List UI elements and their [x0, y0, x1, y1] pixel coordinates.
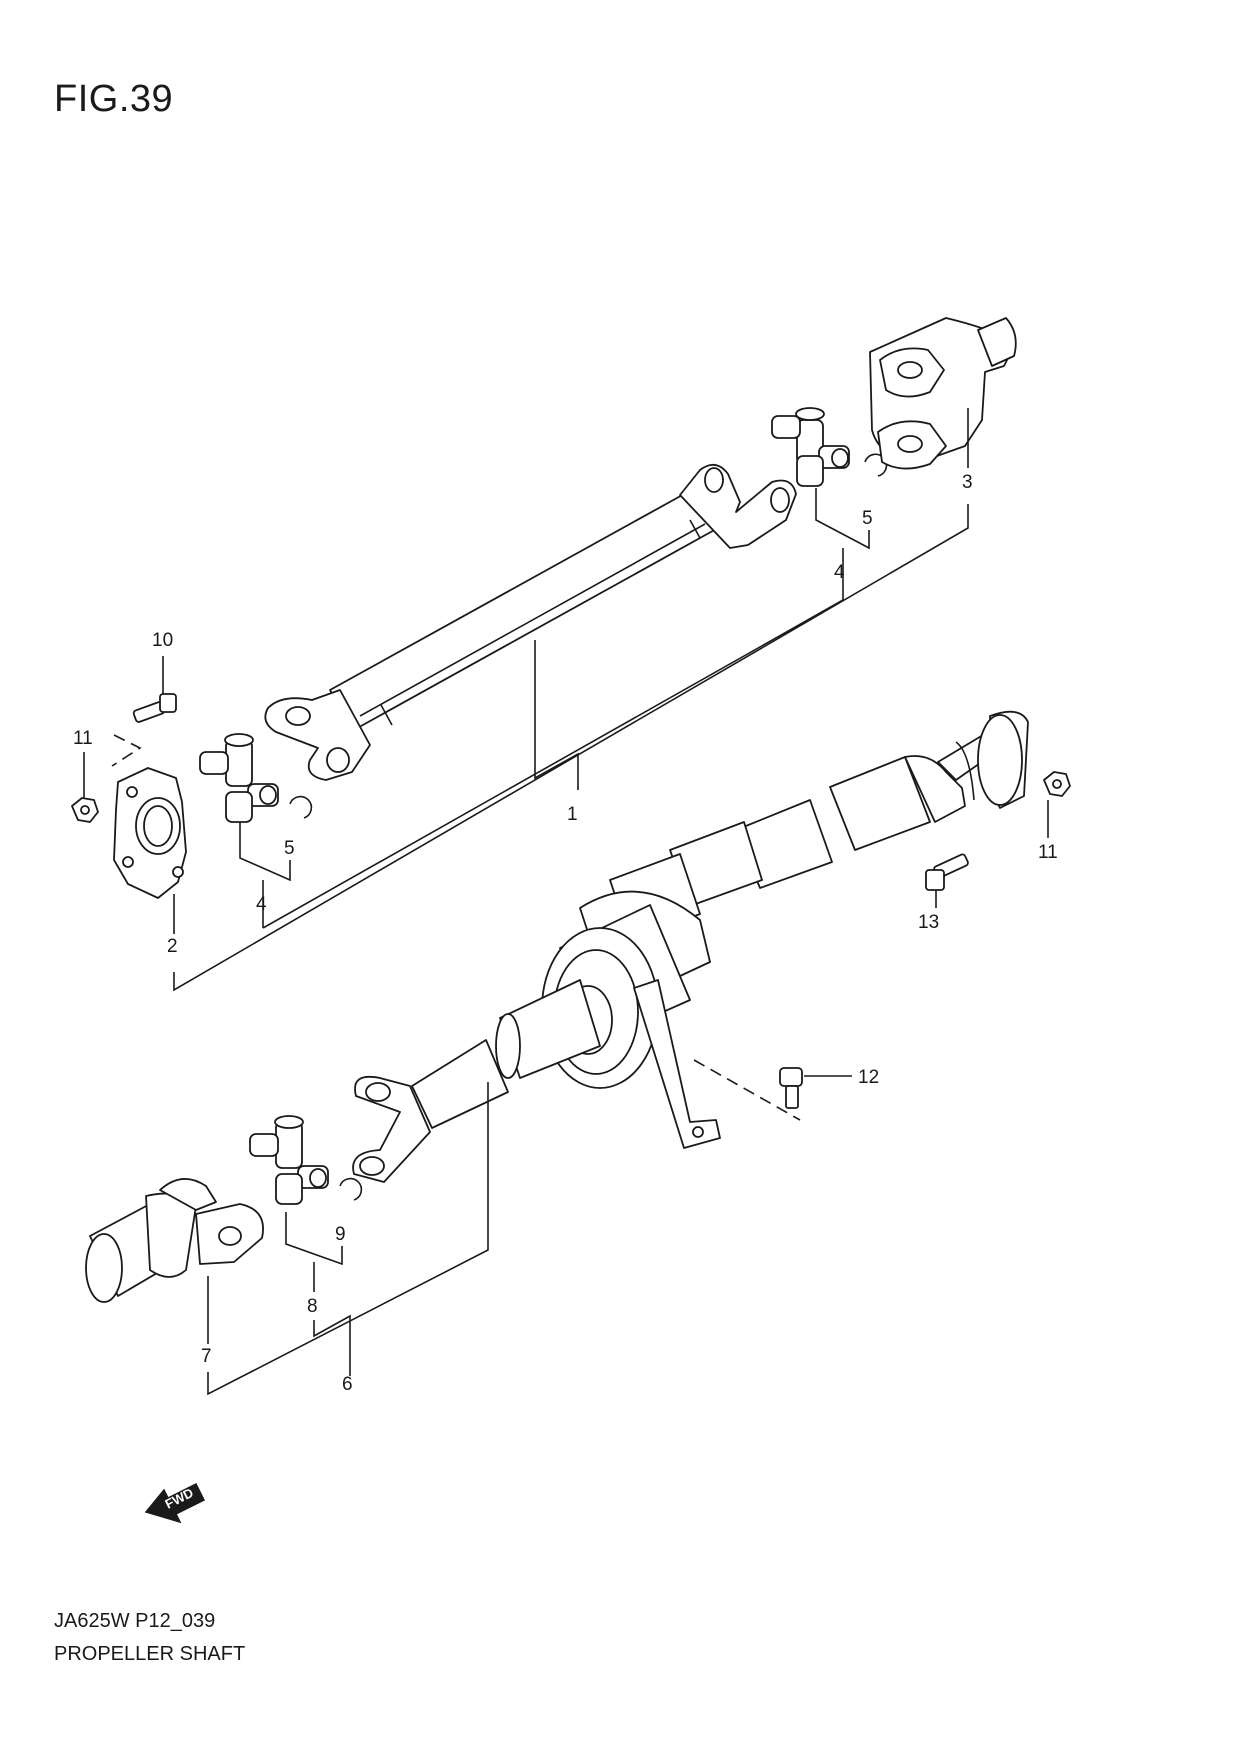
universal-joint-upper-front — [199, 733, 279, 823]
callout-1: 1 — [567, 804, 578, 825]
front-flange — [113, 767, 187, 899]
universal-joint-lower — [249, 1115, 329, 1205]
callout-8: 8 — [307, 1296, 318, 1317]
diagram-code: JA625W P12_039 — [54, 1610, 216, 1632]
snap-ring-lower — [339, 1177, 363, 1201]
snap-ring-upper-front — [289, 795, 313, 819]
callout-2: 2 — [167, 936, 178, 957]
figure-title: FIG.39 — [54, 78, 174, 120]
bolt-rear-flange — [925, 853, 969, 891]
bolt-upper — [132, 693, 177, 723]
callout-12: 12 — [858, 1067, 879, 1088]
callout-5-upper: 5 — [862, 508, 873, 529]
callout-13: 13 — [918, 912, 939, 933]
leader-lines — [83, 408, 1049, 1396]
nut-front-flange — [71, 797, 99, 823]
diagram-caption: PROPELLER SHAFT — [54, 1643, 246, 1665]
bolt-center-bearing — [779, 1067, 803, 1109]
flange-yoke-rear — [869, 317, 1017, 470]
callout-3: 3 — [962, 472, 973, 493]
sleeve-yoke — [85, 1178, 264, 1303]
callout-9: 9 — [335, 1224, 346, 1245]
rear-propeller-shaft — [352, 710, 1029, 1183]
callout-11-right: 11 — [1038, 842, 1058, 863]
callout-7: 7 — [201, 1346, 212, 1367]
forward-direction-arrow: FWD — [144, 1478, 206, 1524]
callout-5-lower: 5 — [284, 838, 295, 859]
callout-4-upper: 4 — [834, 562, 845, 583]
front-propeller-shaft — [264, 464, 797, 781]
callout-4-lower: 4 — [256, 894, 267, 915]
callout-6: 6 — [342, 1374, 353, 1395]
callout-10: 10 — [152, 630, 173, 651]
universal-joint-upper-rear — [771, 407, 850, 487]
nut-rear-flange — [1043, 771, 1071, 797]
callout-11-left: 11 — [73, 728, 93, 749]
